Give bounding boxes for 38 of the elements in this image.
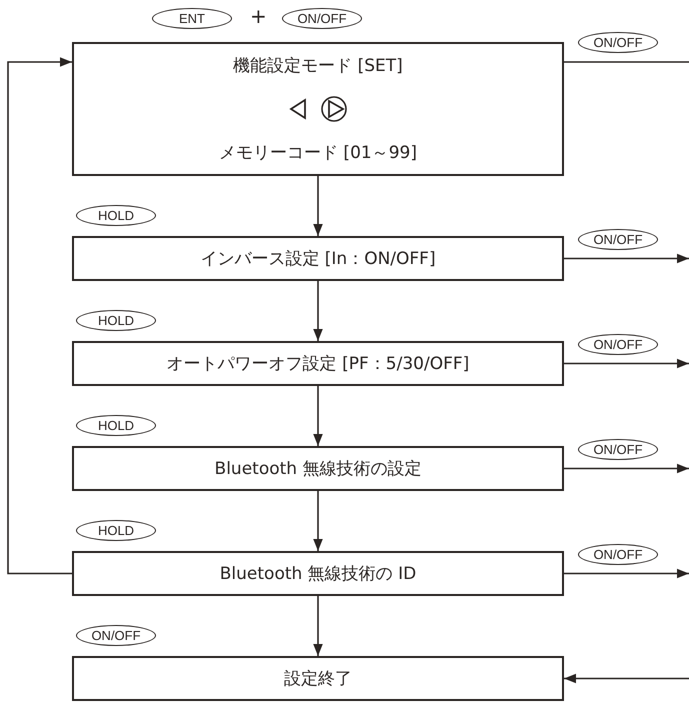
arrow: [564, 358, 689, 368]
process-box: [72, 446, 564, 491]
arrow: [313, 281, 323, 341]
arrow: [313, 386, 323, 446]
process-box: [72, 42, 564, 176]
arrow: [564, 254, 689, 264]
box-text: 機能設定モード [SET]: [233, 54, 403, 77]
arrow: [313, 596, 323, 656]
arrow: [564, 674, 689, 684]
key-ellipse: ON/OFF: [282, 8, 362, 29]
box-text: オートパワーオフ設定 [PF：5/30/OFF]: [166, 353, 470, 375]
key-ellipse: ON/OFF: [578, 438, 658, 460]
arrow: [7, 57, 72, 574]
box-text: メモリーコード [01～99]: [219, 142, 417, 164]
arrow: [564, 464, 689, 474]
process-box: [72, 551, 564, 596]
key-ellipse: ON/OFF: [76, 625, 156, 646]
arrow: [313, 176, 323, 236]
process-box: [72, 341, 564, 386]
box-text: 設定終了: [284, 668, 352, 690]
plus-sign: +: [250, 4, 267, 28]
key-ellipse: ON/OFF: [578, 334, 658, 354]
key-ellipse: ON/OFF: [578, 228, 658, 250]
key-ellipse: ENT: [152, 8, 232, 29]
key-ellipse: HOLD: [76, 310, 156, 331]
process-box: [72, 656, 564, 701]
arrow: [564, 568, 689, 578]
box-text: Bluetooth 無線技術の設定: [214, 458, 422, 480]
key-ellipse: HOLD: [76, 520, 156, 541]
box-text: Bluetooth 無線技術の ID: [220, 563, 416, 585]
arrow: [313, 491, 323, 551]
key-ellipse: HOLD: [76, 415, 156, 436]
key-ellipse: ON/OFF: [578, 544, 658, 564]
process-box: [72, 236, 564, 281]
key-ellipse: ON/OFF: [578, 32, 658, 53]
key-ellipse: HOLD: [76, 205, 156, 226]
connector-line: [564, 61, 689, 63]
box-text: インバース設定 [In：ON/OFF]: [200, 248, 436, 270]
